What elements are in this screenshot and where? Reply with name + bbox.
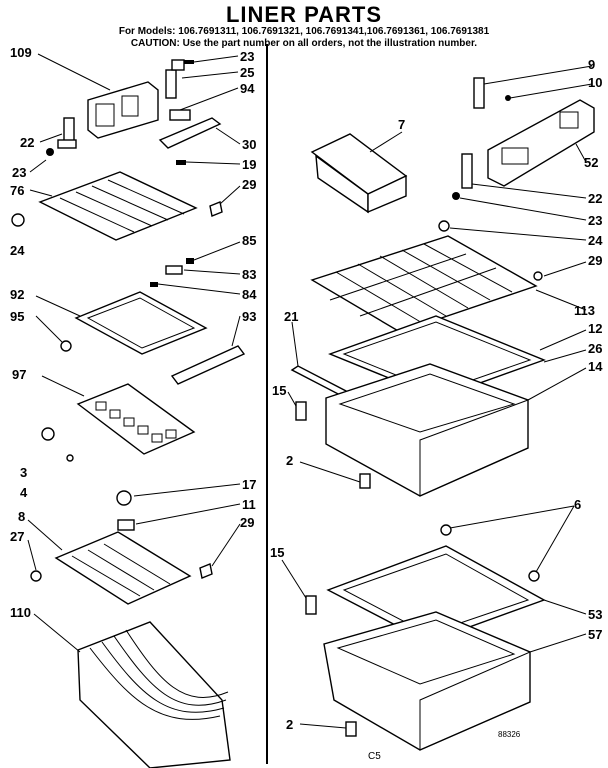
clip-part <box>30 570 42 582</box>
callout-110: 110 <box>10 605 31 620</box>
callout-97: 97 <box>12 367 27 382</box>
rail-part <box>290 365 350 397</box>
bracket-part <box>473 77 485 109</box>
callout-10: 10 <box>588 75 603 90</box>
shelf-support-part <box>528 570 540 582</box>
clip-part <box>199 563 213 579</box>
callout-2: 2 <box>286 717 294 732</box>
callout-3: 3 <box>20 465 28 480</box>
callout-57: 57 <box>588 627 603 642</box>
callout-84: 84 <box>242 287 257 302</box>
caution-line: CAUTION: Use the part number on all orde… <box>130 38 478 49</box>
crisper-drawer-part <box>325 363 529 497</box>
crisper-drawer-part <box>323 611 531 751</box>
callout-11: 11 <box>242 497 256 512</box>
callout-93: 93 <box>242 309 257 324</box>
slide-part <box>305 595 317 615</box>
small-part <box>66 454 74 462</box>
callout-27: 27 <box>10 529 25 544</box>
callout-52: 52 <box>584 155 599 170</box>
leader-lines <box>27 53 593 729</box>
models-line: For Models: 106.7691311, 106.7691321, 10… <box>118 26 490 37</box>
wire-basket-part <box>77 621 231 768</box>
callout-9: 9 <box>588 57 596 72</box>
tray-part <box>74 291 208 355</box>
callout-14: 14 <box>588 359 603 374</box>
page-title: LINER PARTS <box>225 2 383 27</box>
callout-22: 22 <box>588 191 603 206</box>
page-code: C5 <box>368 751 381 762</box>
light-shield-part <box>158 117 222 149</box>
clip-part <box>359 473 371 489</box>
callout-2: 2 <box>286 453 294 468</box>
bar-part <box>170 345 246 385</box>
callout-29: 29 <box>242 177 257 192</box>
small-part <box>117 519 135 531</box>
small-part <box>41 427 55 441</box>
slide-part <box>295 401 307 421</box>
callout-21: 21 <box>284 309 299 324</box>
control-housing-part <box>87 81 159 139</box>
callout-23: 23 <box>588 213 603 228</box>
small-part <box>150 282 158 287</box>
hinge-bracket-part <box>46 117 77 156</box>
clip-part <box>345 721 357 737</box>
drawing-code: 88326 <box>498 730 521 739</box>
callout-92: 92 <box>10 287 25 302</box>
screw-part <box>176 160 186 165</box>
clip-part <box>60 340 72 352</box>
ice-tray-part <box>76 383 196 455</box>
shelf-support-part <box>533 271 543 281</box>
bracket-part <box>165 59 194 99</box>
callout-95: 95 <box>10 309 25 324</box>
callout-24: 24 <box>588 233 603 248</box>
callout-23: 23 <box>12 165 27 180</box>
callout-83: 83 <box>242 267 257 282</box>
small-part <box>165 265 183 275</box>
callout-8: 8 <box>18 509 26 524</box>
callout-7: 7 <box>398 117 406 132</box>
callout-17: 17 <box>242 477 257 492</box>
column-divider <box>266 44 268 764</box>
shelf-support-part <box>11 213 25 227</box>
callout-19: 19 <box>242 157 257 172</box>
screw-part <box>452 192 460 200</box>
callout-53: 53 <box>588 607 603 622</box>
hinge-bracket-part <box>461 153 473 189</box>
wire-shelf-part <box>38 171 198 241</box>
callout-30: 30 <box>242 137 257 152</box>
callout-12: 12 <box>588 321 603 336</box>
small-part <box>116 490 132 506</box>
callout-109: 109 <box>10 45 32 60</box>
shelf-support-part <box>438 220 450 232</box>
callout-6: 6 <box>574 497 582 512</box>
callout-15: 15 <box>272 383 287 398</box>
callout-4: 4 <box>20 485 28 500</box>
callout-24: 24 <box>10 243 25 258</box>
control-housing-part <box>487 99 595 187</box>
wire-shelf-part <box>310 235 538 333</box>
callout-76: 76 <box>10 183 25 198</box>
callout-23: 23 <box>240 49 255 64</box>
callout-22: 22 <box>20 135 35 150</box>
door-bin-part <box>310 133 408 214</box>
shelf-support-part <box>440 524 452 536</box>
callout-25: 25 <box>240 65 255 80</box>
callout-113: 113 <box>574 303 595 318</box>
callout-29: 29 <box>588 253 603 268</box>
wire-shelf-part <box>54 531 192 605</box>
callout-26: 26 <box>588 341 603 356</box>
small-part <box>186 258 194 264</box>
callout-85: 85 <box>242 233 257 248</box>
callout-29: 29 <box>240 515 255 530</box>
shelf-support-part <box>209 201 223 217</box>
screw-part <box>505 95 511 101</box>
callout-94: 94 <box>240 81 255 96</box>
callout-15: 15 <box>270 545 285 560</box>
clip-part <box>169 109 191 121</box>
